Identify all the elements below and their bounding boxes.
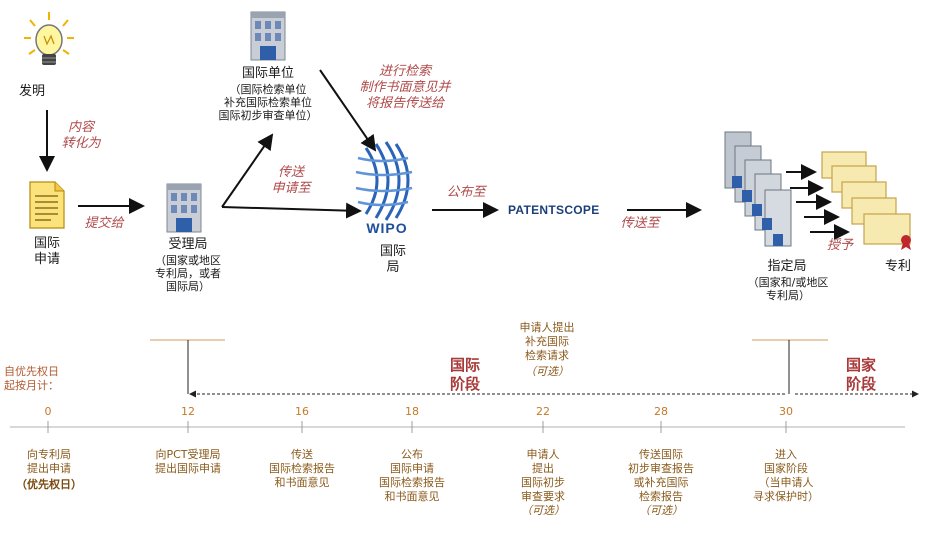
natl-phase-label: 国家 阶段 [845,356,876,393]
document-icon [29,181,65,229]
month-label-0: 0 [44,405,52,418]
receiving-office-title: 受理局 [168,237,208,252]
receiving-office-subtitle: （国家或地区 专利局，或者 国际局） [155,254,221,293]
convert-label: 内容 转化为 [61,120,101,151]
month-label-28: 28 [654,405,668,418]
supp-search-request-label: 申请人提出 补充国际 检索请求 [519,321,575,362]
event-28-optional: （可选） [639,504,683,517]
patent-certificates-icon [821,151,911,250]
patent-label: 专利 [884,259,911,274]
arrow-ro-to-ib [221,202,362,219]
event-18-text: 公布 国际申请 国际检索报告 和书面意见 [379,448,445,503]
month-label-16: 16 [295,405,309,418]
arrow-ro-to-ia [221,133,274,208]
search-report-label: 进行检索 制作书面意见并 将报告传送给 [359,64,451,111]
intl-application-label: 国际 申请 [33,236,60,267]
month-label-18: 18 [405,405,419,418]
designated-office-title: 指定局 [767,259,807,274]
event-12-text: 向PCT受理局 提出国际申请 [155,448,221,475]
designated-office-subtitle: （国家和/或地区 专利局） [747,276,829,302]
lightbulb-icon [24,12,74,65]
intl-authority-subtitle: （国际检索单位 补充国际检索单位 国际初步审查单位） [218,83,318,122]
month-label-22: 22 [536,405,550,418]
wipo-wordmark: WIPO [366,220,407,235]
event-22-optional: （可选） [521,504,565,517]
event-22-text: 申请人 提出 国际初步 审查要求 [521,448,565,503]
invention-label: 发明 [18,84,45,99]
timeline-origin-label: 自优先权日 起按月计： [4,365,59,392]
event-0-text: 向专利局 提出申请 [27,448,71,475]
patentscope-label: PATENTSCOPE [508,203,600,217]
event-28-text: 传送国际 初步审查报告 或补充国际 检索报告 [628,448,694,503]
intl-bureau-label: 国际 局 [379,244,406,275]
publish-to-label: 公布至 [446,185,486,200]
submit-to-label: 提交给 [84,216,124,231]
wipo-logo-icon: WIPO [355,141,413,235]
event-30-text: 进入 国家阶段 （当申请人 寻求保护时） [753,448,819,503]
intl-phase-label: 国际 阶段 [449,356,480,393]
supp-search-optional-label: （可选） [525,365,569,378]
designated-offices-buildings-icon [724,131,792,247]
event-0-priority-date: （优先权日） [16,478,82,491]
month-label-30: 30 [779,405,793,418]
transmit-app-label: 传送 申请至 [271,165,311,196]
grant-label: 授予 [826,238,853,253]
receiving-office-building-icon [166,183,202,233]
intl-authority-building-icon [250,11,286,61]
intl-authority-title: 国际单位 [241,66,294,81]
send-to-label: 传送至 [620,216,660,231]
arrow-ia-to-ib [319,69,377,152]
event-16-text: 传送 国际检索报告 和书面意见 [269,448,335,489]
month-label-12: 12 [181,405,195,418]
